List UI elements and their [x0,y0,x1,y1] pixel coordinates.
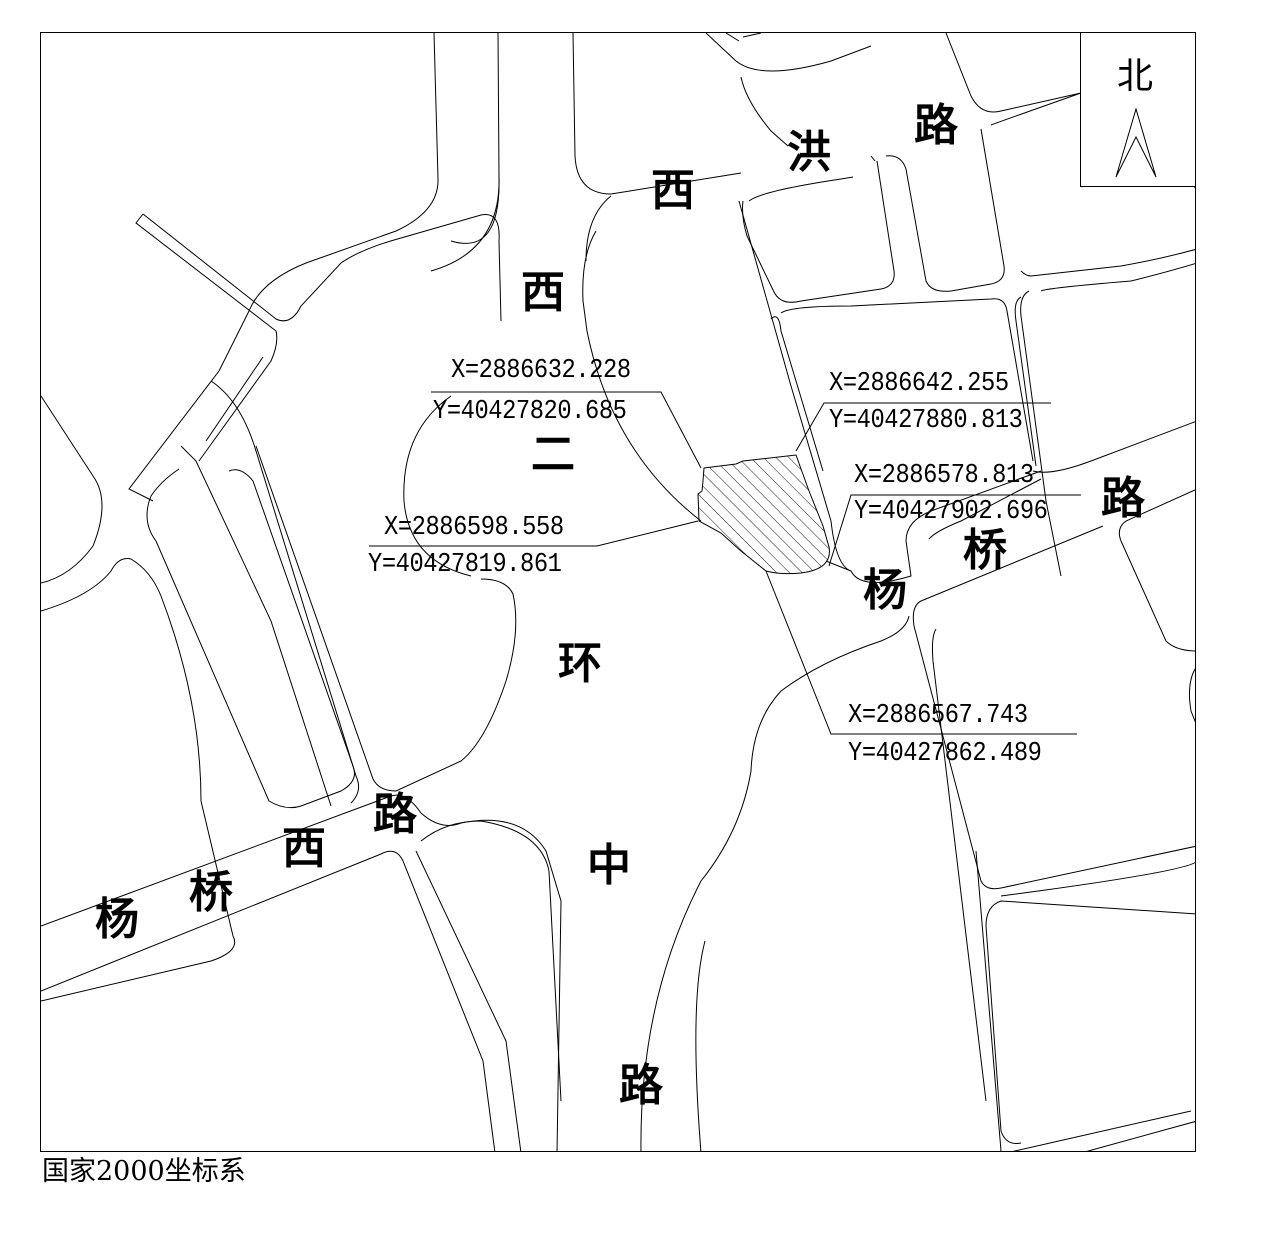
coord-x-label: X=2886578.813 [854,461,1034,491]
map-frame: 西 洪 路 西 二 环 中 路 杨 桥 路 杨 桥 西 路 X=2886632.… [40,32,1196,1152]
road-label: 桥 [963,525,1007,576]
north-label: 北 [1117,56,1154,97]
coordinate-system-label: 国家2000坐标系 [42,1156,246,1187]
road-label: 路 [373,789,417,840]
road-label: 路 [1101,473,1145,524]
road-label: 二 [531,429,575,480]
coord-y-label: Y=40427862.489 [848,739,1042,769]
road-label: 西 [282,823,326,874]
road-label: 西 [651,165,695,216]
coord-x-label: X=2886642.255 [829,369,1009,399]
coord-y-label: Y=40427880.813 [829,406,1023,436]
road-label: 杨 [95,894,139,945]
coord-x-label: X=2886567.743 [848,701,1028,731]
road-label: 桥 [189,867,233,918]
hatched-parcel [697,454,830,575]
coord-x-label: X=2886598.558 [384,513,564,543]
road-label: 路 [914,100,958,151]
road-label: 中 [587,840,631,891]
road-label: 路 [619,1060,663,1111]
road-label: 环 [558,638,602,689]
north-indicator: 北 [1080,32,1196,187]
road-label: 洪 [787,127,831,178]
north-arrow-icon [1115,107,1157,178]
coord-y-label: Y=40427902.696 [854,497,1048,527]
road-network [41,33,1195,1151]
coord-x-label: X=2886632.228 [451,356,631,386]
coord-y-label: Y=40427820.685 [433,397,627,427]
coord-y-label: Y=40427819.861 [368,550,562,580]
road-label: 杨 [863,565,907,616]
road-label: 西 [521,267,565,318]
